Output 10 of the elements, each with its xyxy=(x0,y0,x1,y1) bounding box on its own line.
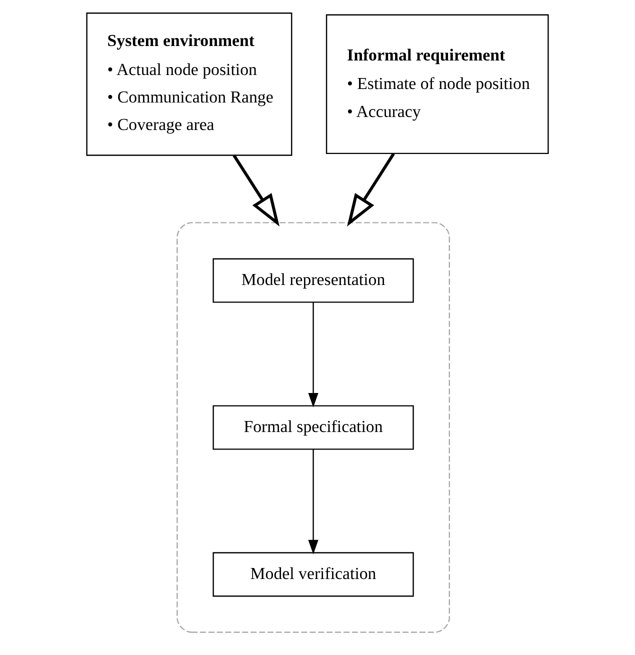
node-box: Informal requirement • Estimate of node position • Accuracy xyxy=(326,14,549,154)
arrow xyxy=(347,152,395,227)
node-box: Model verification xyxy=(212,552,414,597)
node-box: Model representation xyxy=(212,258,414,303)
node-box: Formal specification xyxy=(212,405,414,450)
arrow xyxy=(308,302,318,408)
node-box: System environment • Actual node position • Communication Range • Coverage area xyxy=(86,12,292,156)
cluster xyxy=(176,222,450,633)
arrow xyxy=(308,449,318,554)
arrow xyxy=(232,154,280,227)
